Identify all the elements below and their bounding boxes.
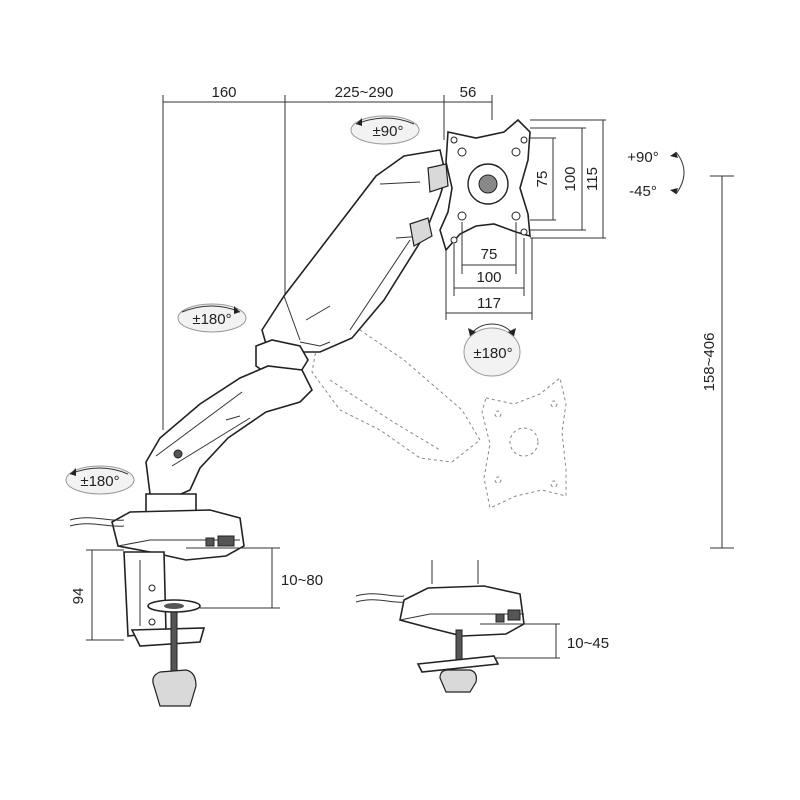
base-clamp [69, 493, 245, 707]
height-range-dimension [710, 175, 734, 549]
dim-reach-arm: 225~290 [335, 84, 394, 101]
plate-rotation-indicator [463, 323, 521, 377]
ghost-arm-position [311, 329, 567, 509]
rot-arm: ±180° [192, 311, 231, 328]
plate-height-dimensions [530, 119, 606, 239]
dim-plate-offset: 56 [460, 84, 477, 101]
dim-clamp-thickness: 10~80 [281, 572, 323, 589]
grommet-thickness-dimension [480, 623, 560, 659]
grommet-mount [355, 560, 525, 693]
head-swivel-indicator [350, 115, 420, 145]
dim-plate-width: 117 [477, 295, 501, 312]
dim-vesa-w-75: 75 [481, 246, 498, 263]
upper-arm [261, 149, 449, 353]
lower-arm [145, 365, 313, 499]
dim-grommet-thickness: 10~45 [567, 635, 609, 652]
rot-plate: ±180° [473, 345, 512, 362]
dim-height-range: 158~406 [701, 333, 718, 392]
rot-tilt-up: +90° [627, 149, 658, 166]
clamp-height-dimension [86, 549, 124, 641]
tilt-indicator [670, 151, 685, 195]
rot-head-swivel: ±90° [373, 123, 404, 140]
dim-plate-height: 115 [584, 167, 601, 191]
dim-vesa-h-75: 75 [534, 171, 551, 188]
clamp-thickness-dimension [186, 547, 280, 609]
dim-clamp-height: 94 [70, 588, 87, 605]
arm-rotation-indicator [177, 303, 247, 333]
dim-reach-base: 160 [211, 84, 236, 101]
dim-vesa-w-100: 100 [476, 269, 501, 286]
top-dimension-line [162, 95, 493, 430]
plate-width-dimensions [445, 222, 533, 320]
base-rotation-indicator [65, 465, 135, 495]
rot-tilt-down: -45° [629, 183, 657, 200]
dim-vesa-h-100: 100 [562, 166, 579, 191]
rot-base: ±180° [80, 473, 119, 490]
